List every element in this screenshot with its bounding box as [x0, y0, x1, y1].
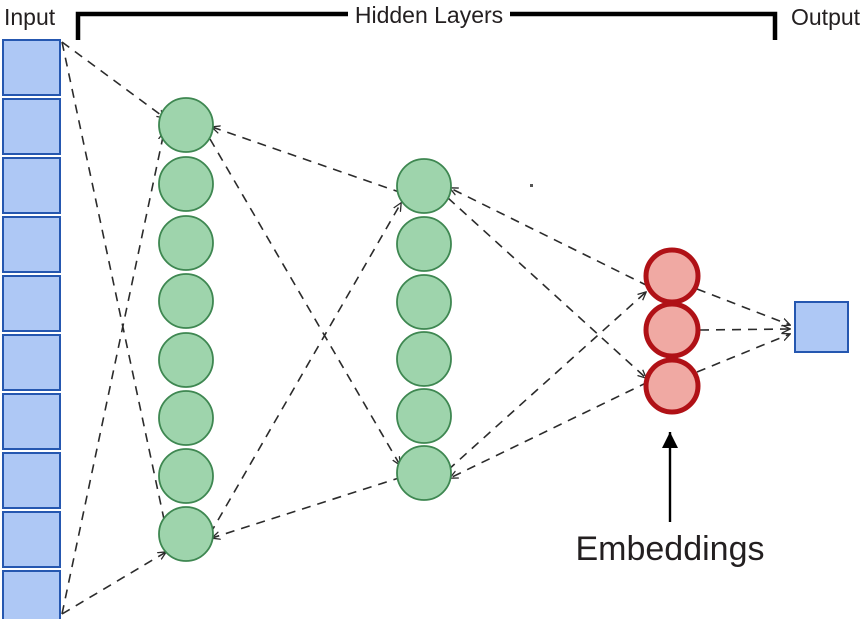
- embedding-node[interactable]: [643, 247, 701, 305]
- edge-h2bottom-to-emb-bottom: [450, 381, 649, 478]
- edge-h2top-to-emb-top: [450, 188, 649, 287]
- input-node[interactable]: [2, 452, 61, 509]
- hidden-node[interactable]: [158, 97, 214, 153]
- output-node[interactable]: [794, 301, 849, 353]
- input-layer: [2, 39, 61, 619]
- hidden-node[interactable]: [158, 156, 214, 212]
- edge-input-top-to-hidden1-bottom: [61, 41, 168, 538]
- input-node[interactable]: [2, 334, 61, 391]
- input-node[interactable]: [2, 157, 61, 214]
- edge-emb-top-to-output: [696, 288, 790, 325]
- hidden-layers-label: Hidden Layers: [355, 2, 503, 28]
- hidden-node[interactable]: [396, 445, 452, 501]
- edge-emb-bottom-to-output: [696, 334, 790, 373]
- hidden-node[interactable]: [158, 273, 214, 329]
- edge-h1top-to-h2bottom: [209, 138, 400, 465]
- input-node[interactable]: [2, 393, 61, 450]
- stray-mark: [530, 184, 533, 187]
- edge-h1bottom-to-h2top: [209, 203, 401, 535]
- hidden-node[interactable]: [158, 506, 214, 562]
- input-node[interactable]: [2, 511, 61, 568]
- edges-hidden1-to-hidden2: [209, 127, 403, 538]
- hidden-node[interactable]: [158, 332, 214, 388]
- hidden-node[interactable]: [158, 390, 214, 446]
- input-node[interactable]: [2, 216, 61, 273]
- output-label: Output: [791, 4, 861, 30]
- edges-embeddings-to-output: [696, 288, 790, 373]
- embeddings-label: Embeddings: [575, 530, 764, 568]
- hidden-node[interactable]: [396, 388, 452, 444]
- edge-h1bottom-to-h2bottom: [212, 476, 403, 538]
- input-node[interactable]: [2, 570, 61, 619]
- edge-input-bottom-to-hidden1-bottom: [61, 552, 166, 615]
- input-label: Input: [4, 4, 56, 30]
- edge-h2top-to-emb-bottom: [447, 197, 646, 378]
- edge-h2bottom-to-emb-top: [447, 292, 646, 471]
- hidden-layer-1: [158, 97, 214, 562]
- edges-hidden2-to-embeddings: [447, 188, 649, 478]
- hidden-layers-bracket: [75, 11, 778, 40]
- output-layer: [794, 301, 849, 353]
- edges-input-to-hidden1: [61, 41, 168, 615]
- hidden-node[interactable]: [158, 215, 214, 271]
- input-node[interactable]: [2, 98, 61, 155]
- embedding-layer: [643, 247, 701, 415]
- input-node[interactable]: [2, 39, 61, 96]
- hidden-node[interactable]: [396, 274, 452, 330]
- embedding-node[interactable]: [643, 301, 701, 359]
- hidden-node[interactable]: [158, 448, 214, 504]
- hidden-node[interactable]: [396, 158, 452, 214]
- edge-emb-mid-to-output: [699, 329, 790, 330]
- edge-input-bottom-to-hidden1-top: [61, 41, 165, 118]
- edge-input-top-to-hidden1-top: [61, 132, 164, 615]
- hidden-node[interactable]: [396, 331, 452, 387]
- hidden-layer-2: [396, 158, 452, 501]
- embedding-node[interactable]: [643, 357, 701, 415]
- input-node[interactable]: [2, 275, 61, 332]
- hidden-node[interactable]: [396, 216, 452, 272]
- edge-h1top-to-h2top: [212, 127, 403, 194]
